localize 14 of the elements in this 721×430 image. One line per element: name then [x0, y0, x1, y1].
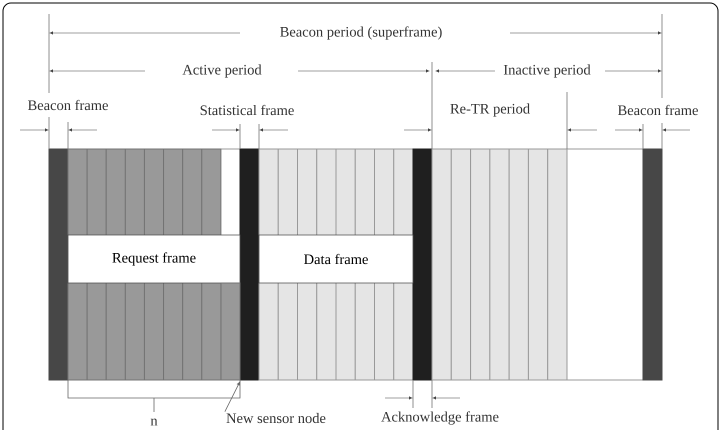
dimension-label: Inactive period	[502, 63, 592, 79]
frame-box: Request frame	[68, 234, 240, 284]
dimension-label: Active period	[181, 63, 263, 79]
dimension-label: Acknowledge frame	[380, 410, 500, 426]
dimension-label: Beacon frame	[26, 98, 110, 112]
dimension-label: Statistical frame	[198, 104, 296, 116]
dimension-label: Re-TR period	[448, 102, 532, 118]
dimension-label: Beacon frame	[616, 104, 700, 116]
slot-box	[220, 282, 240, 380]
leader-line	[224, 382, 240, 412]
dimension-label: n	[149, 418, 159, 426]
annotation-text: New sensor node	[226, 412, 326, 424]
dimension-label: Beacon period (superframe)	[278, 25, 444, 41]
frame-box: Data frame	[258, 234, 414, 284]
